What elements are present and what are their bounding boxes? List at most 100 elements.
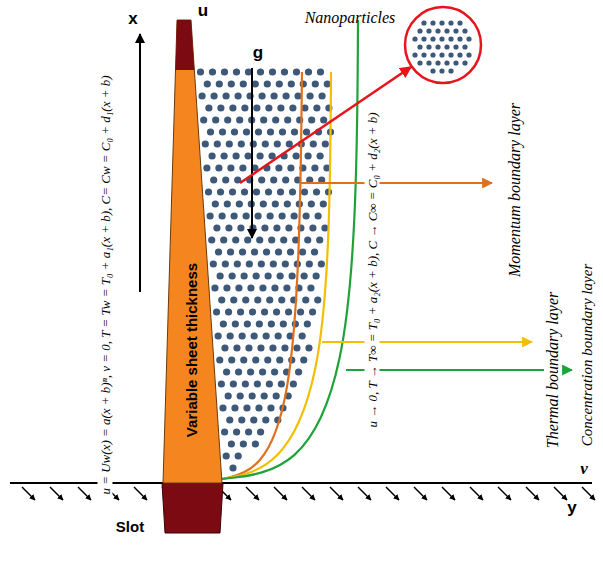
momentum-pointer-arrow <box>300 182 492 184</box>
nanoparticle-dot <box>316 236 323 243</box>
slot-block <box>162 483 223 533</box>
nanoparticle-dot <box>302 296 309 303</box>
zoom-dot <box>430 52 435 57</box>
zoom-dot <box>435 60 440 65</box>
nanoparticle-dot <box>291 128 298 135</box>
nanoparticle-dot <box>257 344 264 351</box>
nanoparticle-dot <box>304 320 311 327</box>
hatch-stroke <box>358 487 371 500</box>
nanoparticle-dot <box>226 416 233 423</box>
nanoparticle-dot <box>322 140 329 147</box>
nanoparticle-dot <box>239 248 246 255</box>
nanoparticle-dot <box>236 116 243 123</box>
zoom-dot <box>417 60 422 65</box>
nanoparticle-dot <box>239 332 246 339</box>
nanoparticle-dot <box>258 176 265 183</box>
nanoparticle-dot <box>271 368 278 375</box>
nanoparticle-dot <box>315 212 322 219</box>
nanoparticle-dot <box>254 296 261 303</box>
nanoparticle-dot <box>267 128 274 135</box>
zoom-heading: Nanoparticles <box>305 10 396 26</box>
nanoparticle-dot <box>240 80 247 87</box>
nanoparticle-dot <box>289 188 296 195</box>
velocity-label: u <box>198 2 208 19</box>
nanoparticle-dot <box>260 116 267 123</box>
zoom-dot <box>421 52 426 57</box>
nanoparticle-dot <box>259 284 266 291</box>
nanoparticle-dot <box>308 200 315 207</box>
nanoparticle-dot <box>293 68 300 75</box>
nanoparticle-dot <box>222 176 229 183</box>
nanoparticle-dot <box>208 236 215 243</box>
nanoparticle-dot <box>198 92 205 99</box>
nanoparticle-dot <box>212 116 219 123</box>
nanoparticle-dot <box>229 188 236 195</box>
nanoparticle-dot <box>318 92 325 99</box>
nanoparticle-dot <box>210 260 217 267</box>
nanoparticle-dot <box>273 224 280 231</box>
nanoparticle-dot <box>261 392 268 399</box>
nanoparticle-dot <box>252 356 259 363</box>
zoom-dot <box>462 44 467 49</box>
gravity-label: g <box>253 44 263 61</box>
axis-label: x <box>128 10 137 27</box>
nanoparticle-dot <box>300 356 307 363</box>
nanoparticle-dot <box>209 152 216 159</box>
nanoparticle-dot <box>271 284 278 291</box>
nanoparticle-dot <box>270 260 277 267</box>
nanoparticle-dot <box>274 140 281 147</box>
nanoparticle-dot <box>219 128 226 135</box>
zoom-dot <box>426 60 431 65</box>
nanoparticle-dot <box>230 380 237 387</box>
nanoparticle-dot <box>238 416 245 423</box>
nanoparticle-dot <box>222 92 229 99</box>
nanoparticle-dot <box>225 308 232 315</box>
nanoparticle-dot <box>256 236 263 243</box>
nanoparticle-dot <box>304 236 311 243</box>
nanoparticle-dot <box>241 272 248 279</box>
nanoparticle-dot <box>225 224 232 231</box>
nanoparticle-dot <box>213 224 220 231</box>
nanoparticle-dot <box>305 152 312 159</box>
nanoparticle-dot <box>215 164 222 171</box>
zoom-dot <box>466 52 471 57</box>
nanoparticle-dot <box>276 356 283 363</box>
nanoparticle-dot <box>279 128 286 135</box>
nanoparticle-dot <box>242 380 249 387</box>
zoom-dot <box>439 36 444 41</box>
nanoparticle-dot <box>225 392 232 399</box>
nanoparticle-dot <box>266 380 273 387</box>
nanoparticle-dot <box>237 392 244 399</box>
nanoparticle-dot <box>318 260 325 267</box>
x-axis-arrow <box>139 34 141 292</box>
zoom-dot <box>448 68 453 73</box>
nanoparticle-dot <box>283 284 290 291</box>
zoom-dot <box>421 36 426 41</box>
nanoparticle-dot <box>313 272 320 279</box>
nanoparticle-dot <box>207 128 214 135</box>
nanoparticle-dot <box>216 356 223 363</box>
nanoparticle-dot <box>306 260 313 267</box>
hatch-stroke <box>246 487 259 500</box>
nanoparticle-dot <box>215 248 222 255</box>
nanoparticle-dot <box>227 332 234 339</box>
nanoparticle-dot <box>207 212 214 219</box>
hatch-stroke <box>22 487 35 500</box>
zoom-dot <box>448 36 453 41</box>
nanoparticle-dot <box>299 248 306 255</box>
hatch-stroke <box>442 487 455 500</box>
nanoparticle-dot <box>275 332 282 339</box>
nanoparticle-dot <box>251 248 258 255</box>
nanoparticle-dot <box>293 344 300 351</box>
nanoparticle-dot <box>219 212 226 219</box>
zoom-dot <box>439 68 444 73</box>
nanoparticle-dot <box>200 116 207 123</box>
axis-label: v <box>580 460 588 477</box>
nanoparticle-dot <box>278 296 285 303</box>
sheet-body <box>163 20 222 483</box>
nanoparticle-dot <box>258 92 265 99</box>
nanoparticle-dot <box>320 116 327 123</box>
nanoparticle-dot <box>232 236 239 243</box>
hatch-stroke <box>498 487 511 500</box>
nanoparticle-dot <box>285 224 292 231</box>
